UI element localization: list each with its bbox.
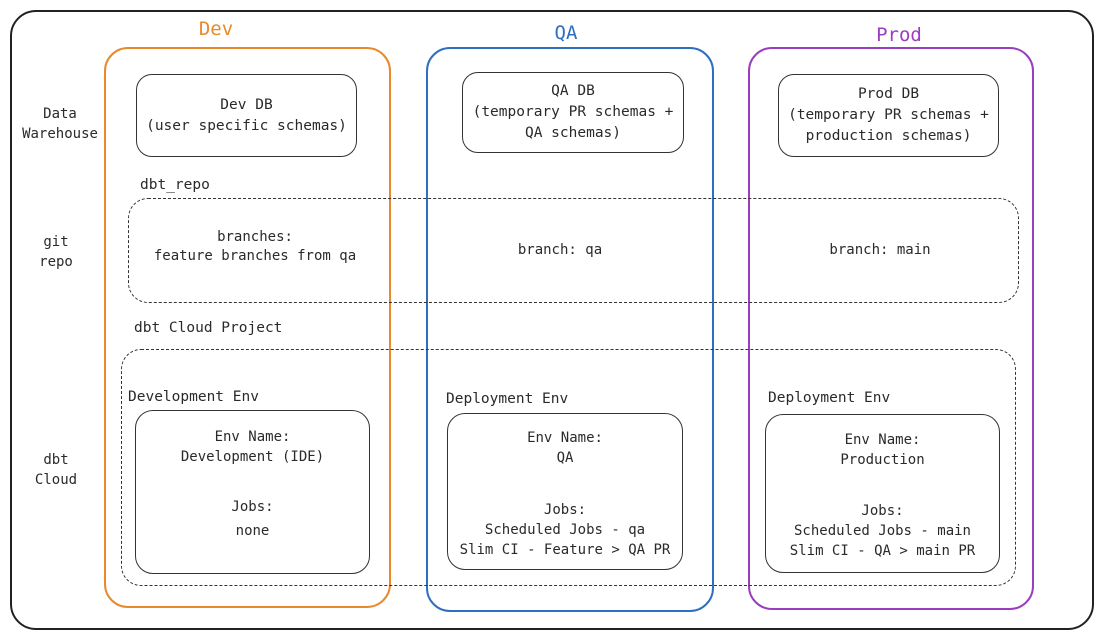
qa-db-description-line-2: QA schemas) xyxy=(524,125,622,141)
row-label-cloud-line-2: Cloud xyxy=(34,472,78,488)
row-label-warehouse-line-1: Data xyxy=(43,106,77,122)
qa-env-box: Env Name: QA Jobs: Scheduled Jobs - qa S… xyxy=(447,413,683,570)
prod-column xyxy=(748,47,1034,610)
dev-db-description: (user specific schemas) xyxy=(146,117,347,134)
dev-jobs-label: Jobs: xyxy=(231,499,274,515)
qa-db-box: QA DB (temporary PR schemas + QA schemas… xyxy=(462,72,684,153)
prod-env-name-label: Env Name: xyxy=(844,432,921,448)
prod-branch: branch: main xyxy=(829,242,931,258)
dev-db-title: Dev DB xyxy=(220,96,273,113)
dev-branches-value: feature branches from qa xyxy=(153,248,357,264)
qa-job-scheduled: Scheduled Jobs - qa xyxy=(484,522,646,538)
row-label-warehouse: Data Warehouse xyxy=(10,104,110,144)
qa-db-description-line-1: (temporary PR schemas + xyxy=(472,104,674,120)
row-label-warehouse-line-2: Warehouse xyxy=(22,126,98,142)
prod-env-box: Env Name: Production Jobs: Scheduled Job… xyxy=(765,414,1000,573)
prod-env-type: Deployment Env xyxy=(768,390,891,406)
prod-db-description-line-1: (temporary PR schemas + xyxy=(788,107,989,123)
prod-db-title: Prod DB xyxy=(857,86,920,102)
dev-env-name-label: Env Name: xyxy=(214,429,291,445)
qa-job-slim-ci: Slim CI - Feature > QA PR xyxy=(459,542,671,558)
qa-column xyxy=(426,47,714,612)
row-label-cloud-line-1: dbt xyxy=(43,452,69,468)
prod-jobs-label: Jobs: xyxy=(861,503,904,519)
dev-branches-label: branches: xyxy=(217,229,293,245)
row-label-git: git repo xyxy=(6,232,106,272)
qa-branch: branch: qa xyxy=(517,242,603,258)
qa-column-title: QA xyxy=(554,22,578,44)
dbt-cloud-project-label: dbt Cloud Project xyxy=(134,320,283,336)
qa-jobs-label: Jobs: xyxy=(543,502,587,518)
git-repo-container xyxy=(128,198,1019,303)
dbt-repo-label: dbt_repo xyxy=(140,177,210,193)
qa-env-type: Deployment Env xyxy=(446,391,569,407)
prod-job-scheduled: Scheduled Jobs - main xyxy=(793,523,971,539)
prod-db-box: Prod DB (temporary PR schemas + producti… xyxy=(778,74,999,157)
qa-db-title: QA DB xyxy=(551,83,595,99)
dev-column xyxy=(104,47,391,608)
dev-db-box: Dev DB (user specific schemas) xyxy=(136,74,357,157)
dev-env-name: Development (IDE) xyxy=(180,449,325,465)
dev-env-type: Development Env xyxy=(128,389,259,405)
qa-env-name-label: Env Name: xyxy=(527,430,603,446)
prod-column-title: Prod xyxy=(876,24,922,46)
dev-job-item: none xyxy=(235,523,270,539)
dev-branches: branches: feature branches from qa xyxy=(130,228,380,266)
dev-env-box: Env Name: Development (IDE) Jobs: none xyxy=(135,410,370,574)
row-label-git-line-2: repo xyxy=(39,254,73,270)
outer-frame xyxy=(10,10,1094,630)
qa-env-name: QA xyxy=(556,450,574,466)
row-label-git-line-1: git xyxy=(43,234,69,250)
dev-column-title: Dev xyxy=(198,18,234,40)
prod-job-slim-ci: Slim CI - QA > main PR xyxy=(789,543,976,559)
prod-db-description-line-2: production schemas) xyxy=(805,128,972,144)
row-label-cloud: dbt Cloud xyxy=(6,450,106,490)
dbt-cloud-project-container xyxy=(121,349,1016,586)
prod-env-name: Production xyxy=(840,452,925,468)
